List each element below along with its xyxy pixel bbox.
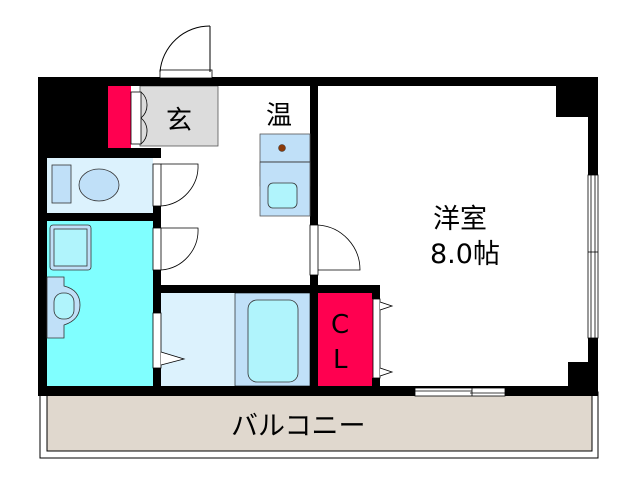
entrance-floor <box>139 85 219 147</box>
water-heater-label: 温 <box>266 101 292 131</box>
washing-machine-icon <box>49 224 92 271</box>
closet-room <box>318 293 373 386</box>
sink-icon <box>267 182 298 209</box>
entrance-label: 玄 <box>166 106 192 136</box>
balcony <box>39 391 599 459</box>
stove-burner-icon <box>278 144 286 152</box>
balcony-sliding-door[interactable] <box>414 387 506 397</box>
washbasin-icon <box>46 276 81 339</box>
closet-label-c: C <box>331 310 349 340</box>
closet-doors[interactable] <box>372 298 394 379</box>
washroom-door[interactable] <box>152 227 199 271</box>
bathroom-door[interactable] <box>152 312 186 369</box>
balcony-label: バルコニー <box>231 411 365 442</box>
bathtub-icon <box>247 299 299 383</box>
western-room-door[interactable] <box>309 224 361 276</box>
closet-label-l: L <box>333 345 348 375</box>
toilet-icon <box>51 164 120 204</box>
walls <box>38 77 598 396</box>
east-window[interactable] <box>587 174 599 339</box>
front-door[interactable] <box>159 25 213 79</box>
shoe-box <box>108 86 131 148</box>
toilet-door[interactable] <box>152 163 199 207</box>
western-room-size: 8.0帖 <box>430 239 500 270</box>
western-room-label: 洋室 <box>433 204 487 235</box>
bathroom-washing-area <box>161 293 235 386</box>
shoe-box-doors[interactable] <box>130 91 148 145</box>
